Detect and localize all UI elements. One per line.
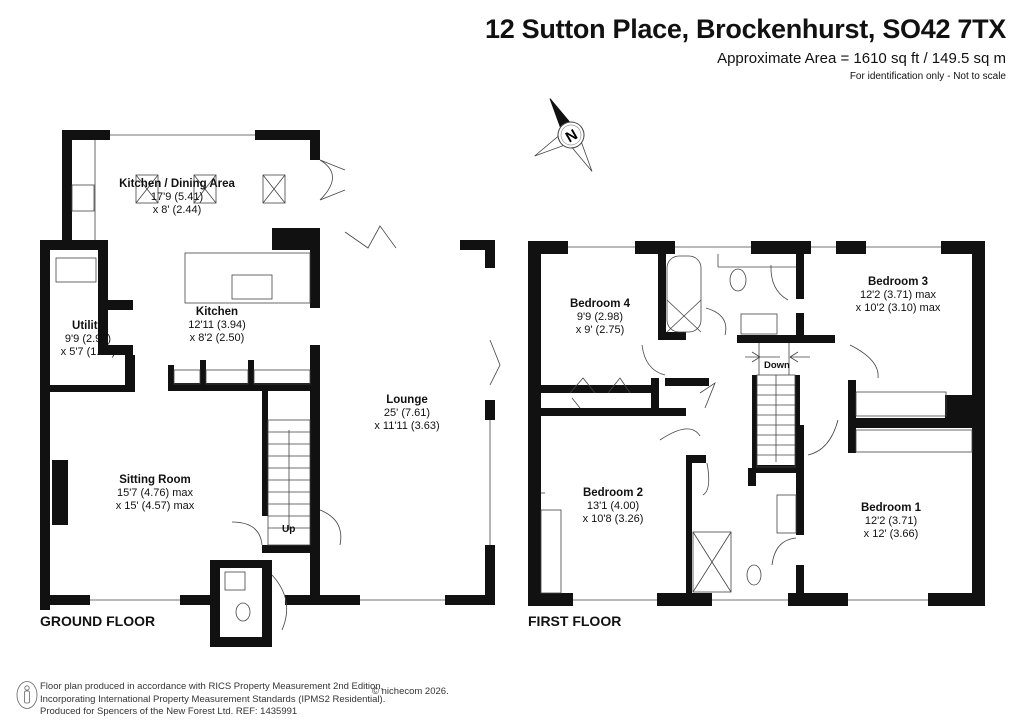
room-kitchen: Kitchen 12'11 (3.94) x 8'2 (2.50) [188,306,246,345]
room-bedroom-4: Bedroom 4 9'9 (2.98) x 9' (2.75) [570,298,630,337]
disclaimer: For identification only - Not to scale [849,71,1006,82]
room-name: Kitchen / Dining Area [119,178,235,190]
footer-line: Floor plan produced in accordance with R… [40,681,384,692]
room-dimension: 12'2 (3.71) [864,515,918,527]
room-name: Bedroom 3 [867,276,929,288]
room-dimension: x 5'7 (1.70) [60,346,116,358]
copyright: © nichecom 2026. [372,686,449,697]
room-dimension: 25' (7.61) [383,407,431,419]
room-bedroom-3: Bedroom 3 12'2 (3.71) max x 10'2 (3.10) … [856,276,941,315]
ground-floor-walls [40,130,495,647]
room-utility: Utility 9'9 (2.96) x 5'7 (1.70) [61,320,116,359]
first-floor-label: FIRST FLOOR [528,613,622,629]
stairs-down-label: Down [764,360,790,371]
room-bedroom-2: Bedroom 2 13'1 (4.00) x 10'8 (3.26) [583,487,644,526]
room-bedroom-1: Bedroom 1 12'2 (3.71) x 12' (3.66) [861,502,921,541]
first-floor-walls [528,241,985,606]
approximate-area: Approximate Area = 1610 sq ft / 149.5 sq… [717,50,1006,67]
room-dimension: 9'9 (2.96) [64,333,112,345]
room-dimension: x 15' (4.57) max [115,500,195,512]
room-name: Utility [72,320,104,332]
room-lounge: Lounge 25' (7.61) x 11'11 (3.63) [374,394,439,433]
room-name: Sitting Room [119,474,191,486]
room-dimension: x 8'2 (2.50) [189,332,245,344]
room-dimension: 17'9 (5.41) [150,191,204,203]
room-name: Bedroom 2 [582,487,644,499]
room-dimension: x 10'2 (3.10) max [855,302,941,314]
room-dimension: 9'9 (2.98) [576,311,624,323]
room-dimension: 12'2 (3.71) max [859,289,937,301]
room-dimension: x 9' (2.75) [575,324,625,336]
room-dimension: x 10'8 (3.26) [582,513,644,525]
footer-line: Incorporating International Property Mea… [40,693,386,705]
footer-notes: Floor plan produced in accordance with R… [40,681,385,719]
property-title: 12 Sutton Place, Brockenhurst, SO42 7TX [485,14,1006,44]
stairs-up-label: Up [282,524,296,535]
compass-icon [534,98,593,172]
room-sitting-room: Sitting Room 15'7 (4.76) max x 15' (4.57… [116,474,195,513]
room-dimension: x 11'11 (3.63) [374,420,440,432]
room-name: Lounge [386,394,428,406]
first-floor-fixtures [540,246,973,601]
room-dimension: 12'11 (3.94) [188,319,246,331]
room-dimension: 15'7 (4.76) max [116,487,194,499]
ground-floor-label: GROUND FLOOR [40,613,156,629]
room-dimension: x 8' (2.44) [152,204,202,216]
room-dimension: x 12' (3.66) [863,528,919,540]
room-name: Bedroom 1 [860,502,922,514]
room-name: Bedroom 4 [569,298,631,310]
person-icon [16,681,38,709]
room-dimension: 13'1 (4.00) [586,500,640,512]
room-kitchen-dining: Kitchen / Dining Area 17'9 (5.41) x 8' (… [119,178,235,217]
ground-floor-fixtures [55,134,501,631]
room-name: Kitchen [195,306,239,318]
footer-line: Produced for Spencers of the New Forest … [40,706,298,717]
